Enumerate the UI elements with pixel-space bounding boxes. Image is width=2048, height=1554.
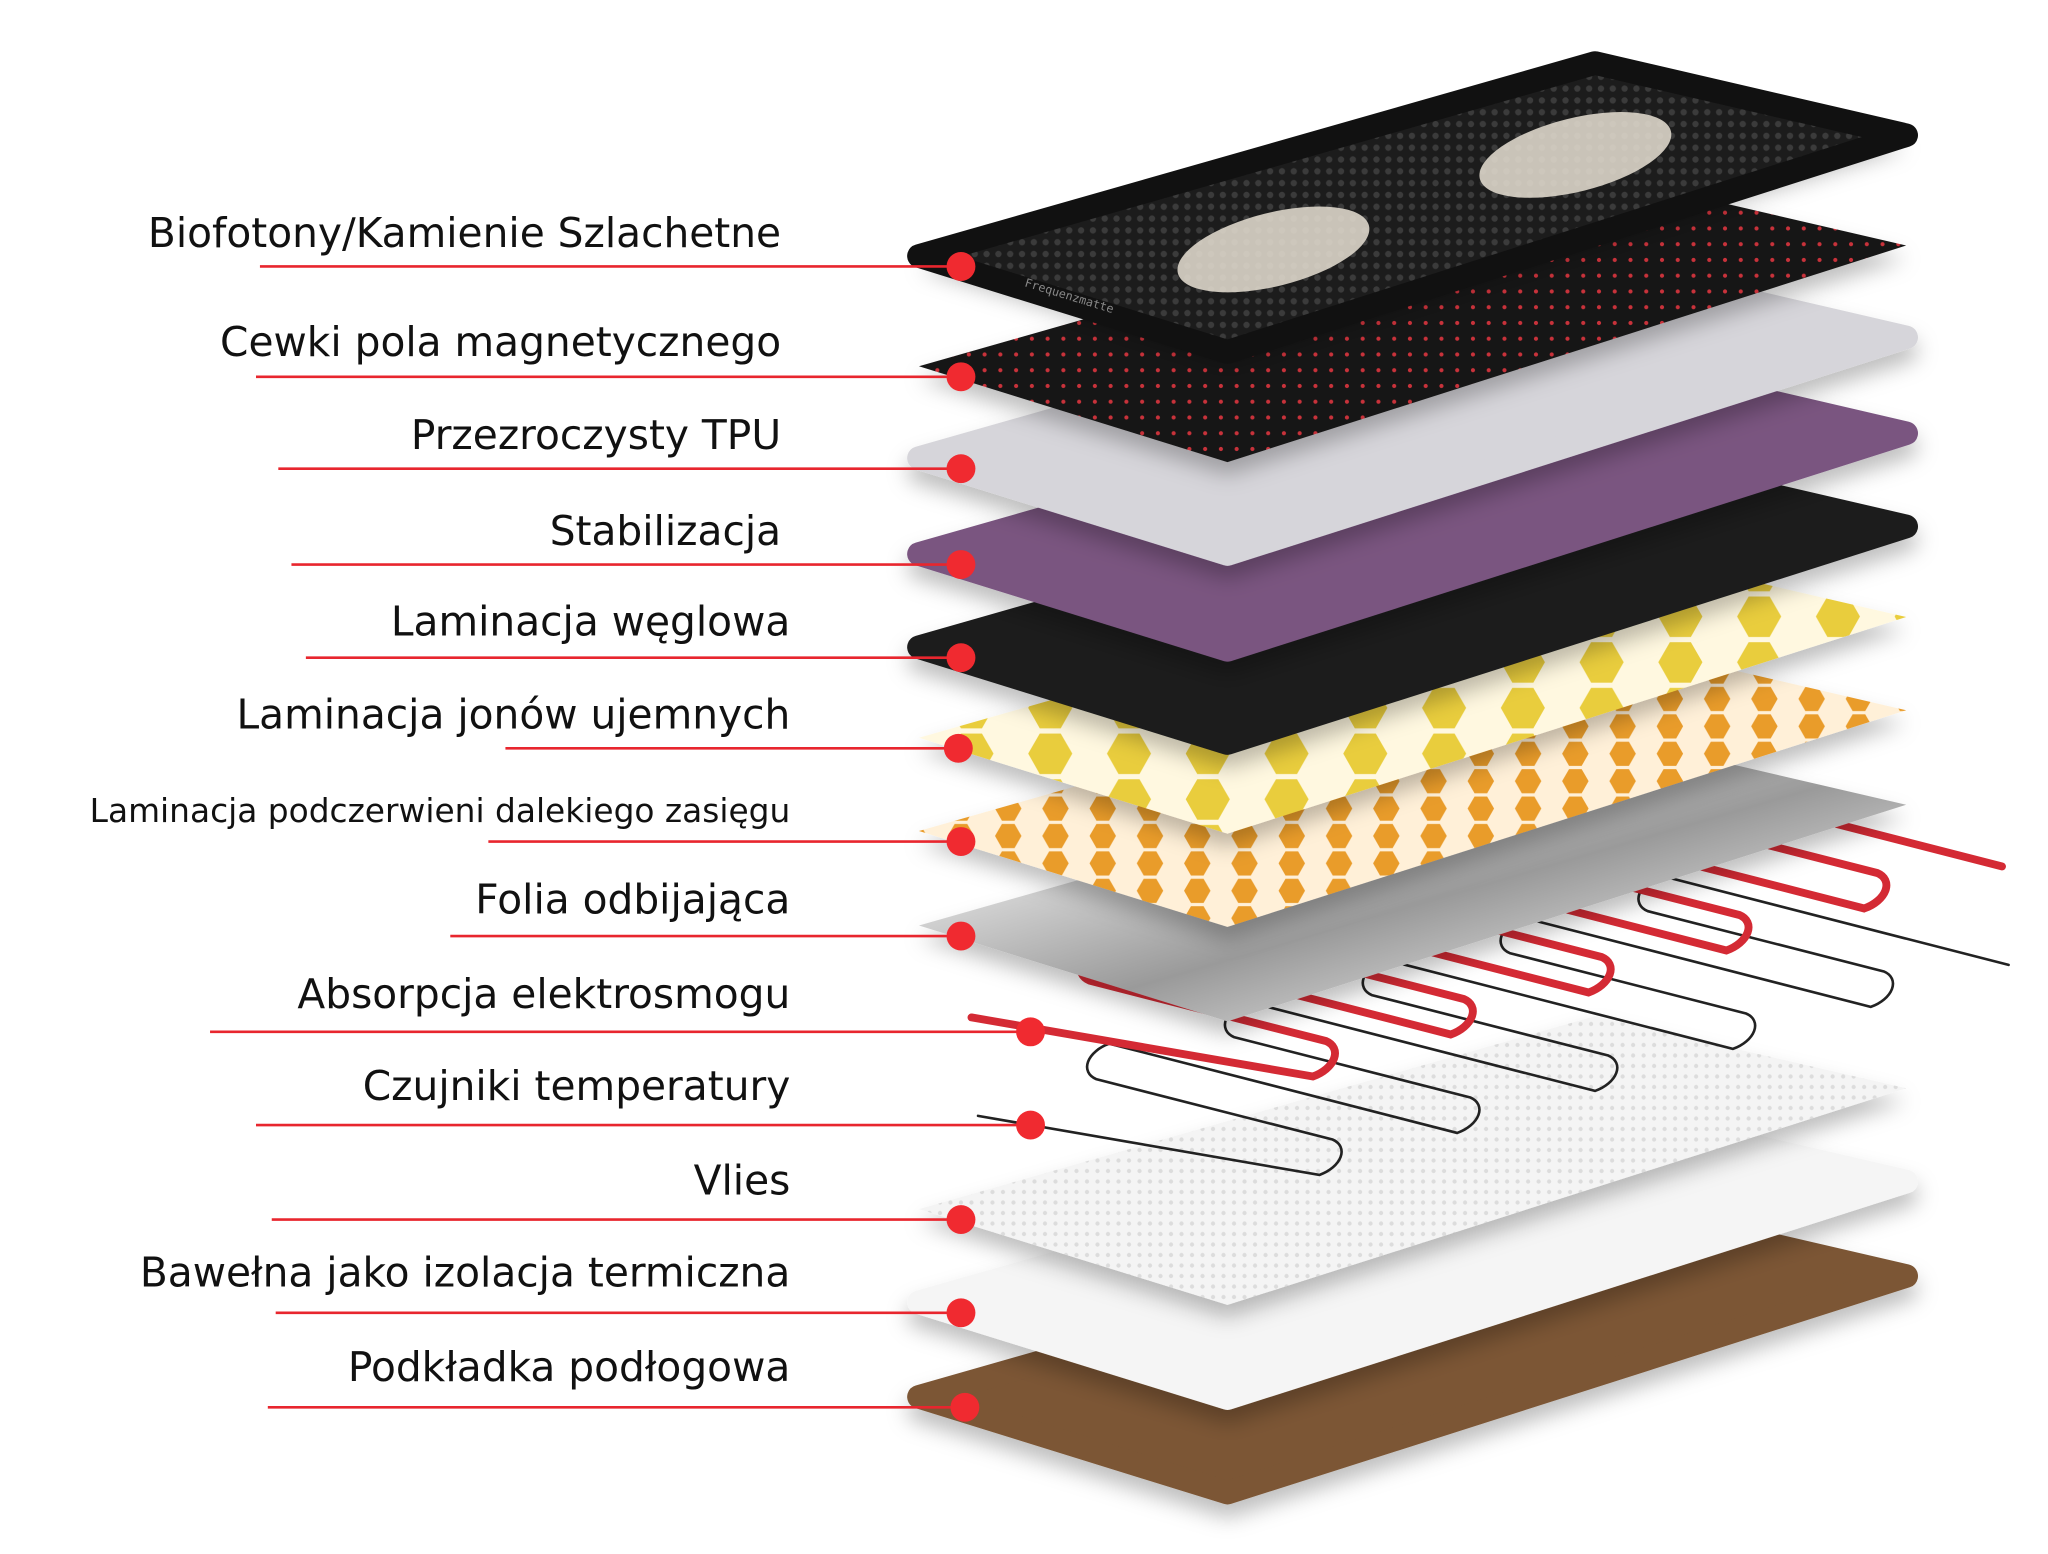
callout-dot bbox=[950, 1392, 980, 1422]
layer-label: Podkładka podłogowa bbox=[347, 1344, 791, 1392]
callout-dot bbox=[946, 643, 976, 673]
callout-dot bbox=[946, 1298, 976, 1328]
magnetic-coil-layer bbox=[918, 173, 1907, 463]
callout-dot bbox=[943, 733, 973, 763]
callout-dot bbox=[946, 362, 976, 392]
layer-label: Przezroczysty TPU bbox=[410, 412, 782, 460]
callout-dot bbox=[946, 1205, 976, 1235]
vlies-layer bbox=[918, 1016, 1907, 1305]
layer-label: Laminacja podczerwieni dalekiego zasięgu bbox=[89, 791, 791, 830]
far-infrared-layer bbox=[918, 638, 1907, 927]
layer-label: Laminacja jonów ujemnych bbox=[236, 691, 791, 740]
layer-label: Vlies bbox=[693, 1157, 791, 1206]
gemstone-cluster bbox=[1177, 206, 1370, 293]
callout-dot bbox=[946, 921, 976, 951]
temperature-sensor-layer bbox=[976, 874, 2010, 1177]
layer-label: Stabilizacja bbox=[549, 508, 782, 556]
callout-dot bbox=[1016, 1110, 1045, 1140]
callout-dot bbox=[946, 454, 976, 484]
layer-label: Laminacja węglowa bbox=[390, 598, 791, 646]
callout-dot bbox=[1016, 1017, 1045, 1047]
layer-label: Cewki pola magnetycznego bbox=[220, 319, 782, 367]
layer-label: Biofotony/Kamienie Szlachetne bbox=[147, 210, 782, 258]
reflective-foil-layer bbox=[918, 732, 1907, 1022]
layer-label: Folia odbijająca bbox=[475, 876, 791, 925]
layer-label: Bawełna jako izolacja termiczna bbox=[139, 1249, 791, 1298]
callout-dot bbox=[946, 252, 976, 281]
layer-label: Absorpcja elektrosmogu bbox=[297, 971, 791, 1019]
gemstone-cluster bbox=[1479, 112, 1672, 198]
callout-dot bbox=[946, 827, 976, 856]
callout-dot bbox=[946, 550, 976, 579]
layer-label: Czujniki temperatury bbox=[362, 1063, 791, 1111]
